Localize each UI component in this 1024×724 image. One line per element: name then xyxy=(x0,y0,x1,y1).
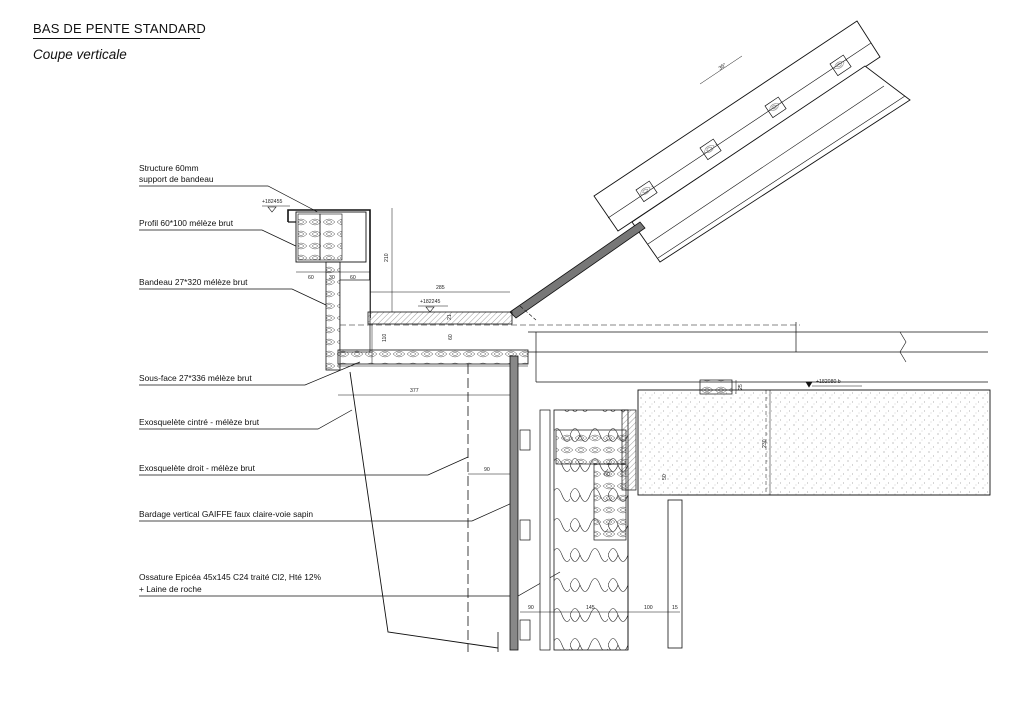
leader-sous-face xyxy=(139,361,361,386)
wall-section xyxy=(509,355,683,651)
label-structure-line2: support de bandeau xyxy=(139,174,214,184)
dim-100: 100 xyxy=(644,605,653,611)
leader-exo-droit xyxy=(139,456,469,476)
dim-15: 15 xyxy=(672,605,678,611)
drawing-subtitle: Coupe verticale xyxy=(33,47,127,62)
dimensions: 60 30 60 210 285 110 60 21 377 90 25 230… xyxy=(296,208,771,613)
level-mid: +182245 xyxy=(420,299,440,305)
leader-exo-cintre xyxy=(139,409,353,430)
label-ossature-line1: Ossature Epicéa 45x145 C24 traité Cl2, H… xyxy=(139,572,322,582)
level-top: +182455 xyxy=(262,199,282,205)
dim-angle: 35° xyxy=(718,62,728,71)
eave-structure xyxy=(519,305,988,395)
roof-covering: 35° xyxy=(593,20,911,263)
drawing-title: BAS DE PENTE STANDARD xyxy=(33,21,206,36)
label-profil: Profil 60*100 mélèze brut xyxy=(139,218,234,228)
dim-230: 230 xyxy=(762,439,768,448)
level-slab: +182080 b xyxy=(816,379,841,385)
leader-bandeau xyxy=(139,288,327,306)
label-bandeau: Bandeau 27*320 mélèze brut xyxy=(139,277,248,287)
concrete-slab xyxy=(637,389,991,496)
label-structure-line1: Structure 60mm xyxy=(139,163,199,173)
sloped-flashing xyxy=(509,221,646,319)
dim-110: 110 xyxy=(382,334,388,342)
label-bardage: Bardage vertical GAIFFE faux claire-voie… xyxy=(139,509,313,519)
dim-60d: 60 xyxy=(604,472,610,478)
dim-25: 25 xyxy=(738,384,744,390)
title-underline xyxy=(33,38,200,39)
level-markers: +182455 +182245 +182080 b xyxy=(262,199,862,388)
dim-285: 285 xyxy=(436,285,445,291)
label-ossature-line2: + Laine de roche xyxy=(139,584,202,594)
dim-60a: 60 xyxy=(308,275,314,281)
dim-377: 377 xyxy=(410,388,419,394)
label-exo-cintre: Exosquelète cintré - mélèze brut xyxy=(139,417,260,427)
dim-90a: 90 xyxy=(484,467,490,473)
dim-90b: 90 xyxy=(528,605,534,611)
bandeau-assembly xyxy=(287,209,800,371)
leader-profil xyxy=(139,229,301,249)
exoskeleton-curved xyxy=(349,371,499,649)
dim-21: 21 xyxy=(447,314,453,320)
dim-50: 50 xyxy=(662,474,668,480)
dim-60c: 60 xyxy=(448,334,454,340)
dim-60b: 60 xyxy=(350,275,356,281)
label-exo-droit: Exosquelète droit - mélèze brut xyxy=(139,463,256,473)
label-sous-face: Sous-face 27*336 mélèze brut xyxy=(139,373,252,383)
dim-210: 210 xyxy=(384,253,390,262)
leader-bardage xyxy=(139,502,513,522)
dim-145: 145 xyxy=(586,605,595,611)
dim-30: 30 xyxy=(329,275,335,281)
